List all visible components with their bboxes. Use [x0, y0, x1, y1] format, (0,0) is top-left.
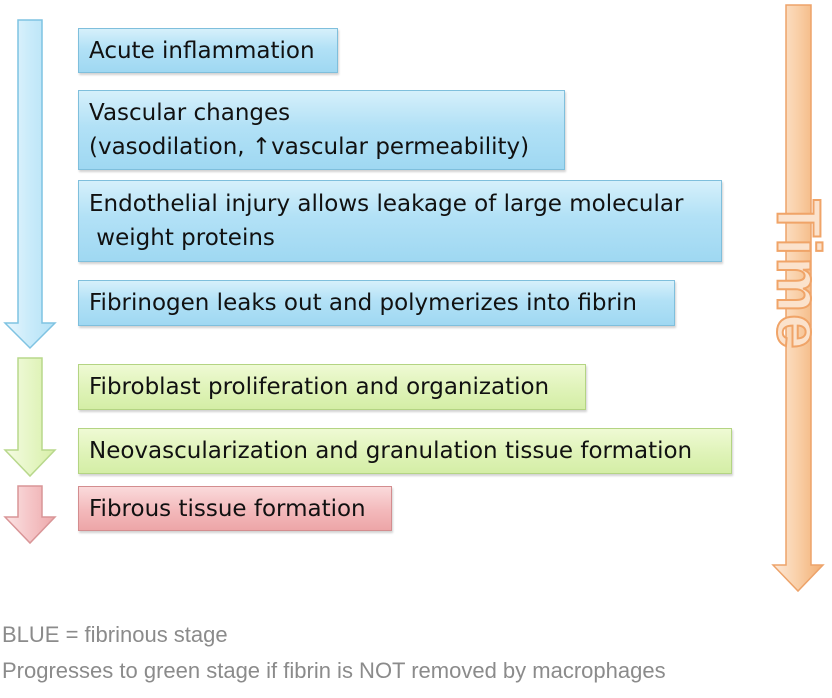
stage-neovascularization: Neovascularization and granulation tissu… [78, 428, 732, 474]
stage-text: Acute inflammation [89, 37, 315, 64]
stage-text: Fibrous tissue formation [89, 495, 366, 522]
red-stage-arrow [3, 485, 57, 545]
stage-text: Neovascularization and granulation tissu… [89, 438, 693, 464]
stage-text: Endothelial injury allows leakage of lar… [89, 191, 684, 217]
stage-text: weight proteins [89, 225, 275, 251]
stage-text: Fibrinogen leaks out and polymerizes int… [89, 290, 637, 316]
caption-progression: Progresses to green stage if fibrin is N… [2, 658, 666, 683]
stage-text: Vascular changes [89, 100, 291, 126]
blue-stage-arrow [3, 19, 57, 350]
stage-fibrinogen-leak: Fibrinogen leaks out and polymerizes int… [78, 280, 675, 326]
green-stage-arrow [3, 357, 57, 478]
stage-text: (vasodilation, ↑vascular permeability) [89, 134, 530, 160]
stage-fibrous-tissue: Fibrous tissue formation [78, 486, 392, 531]
stage-acute-inflammation: Acute inflammation [78, 28, 338, 73]
stage-vascular-changes: Vascular changes (vasodilation, ↑vascula… [78, 90, 565, 170]
caption-blue-stage: BLUE = fibrinous stage [2, 622, 228, 647]
time-label: Time [763, 198, 832, 352]
stage-endothelial-injury: Endothelial injury allows leakage of lar… [78, 180, 722, 262]
stage-fibroblast-proliferation: Fibroblast proliferation and organizatio… [78, 364, 586, 410]
stage-text: Fibroblast proliferation and organizatio… [89, 374, 550, 400]
time-arrow [771, 4, 825, 593]
